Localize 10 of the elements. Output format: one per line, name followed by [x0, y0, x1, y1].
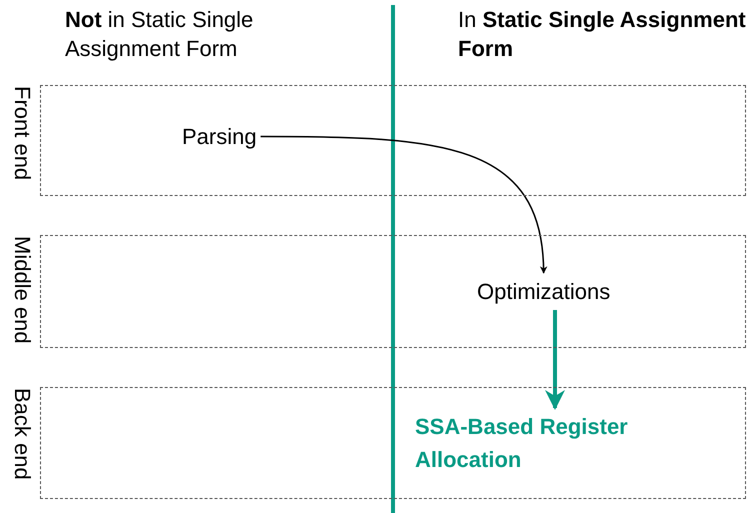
process-label: Optimizations — [477, 275, 610, 308]
process-label: SSA-Based Register Allocation — [415, 410, 695, 476]
stage-label: Middle end — [11, 236, 33, 344]
arrow — [260, 136, 547, 274]
stage-label: Back end — [11, 388, 33, 480]
stage-label: Front end — [11, 86, 33, 180]
column-heading: Not in Static Single Assignment Form — [65, 6, 254, 63]
column-heading: In Static Single Assignment Form — [458, 6, 747, 63]
arrow — [545, 310, 565, 410]
process-label: Parsing — [182, 120, 257, 153]
